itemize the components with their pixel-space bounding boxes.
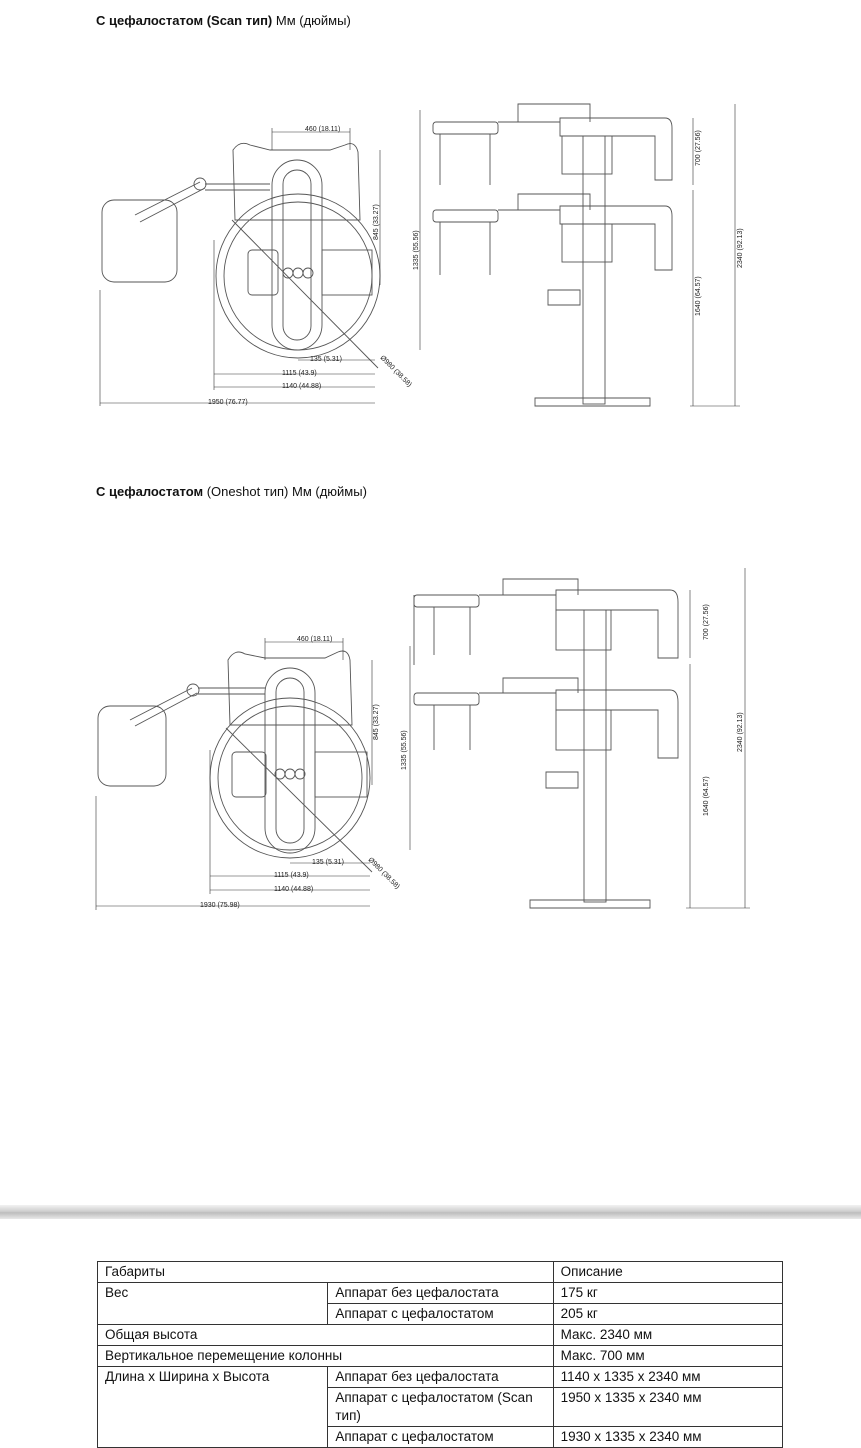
table-header-row: Габариты Описание (97, 1261, 784, 1283)
table-cell: Макс. 2340 мм (552, 1324, 784, 1346)
dim-diameter: Ø980 (38.58) (379, 354, 413, 388)
table-cell: Длина x Ширина x Высота (96, 1366, 329, 1448)
dim-h1335-2: 1335 (55.56) (401, 730, 408, 770)
dim-w135-2: 135 (5.31) (312, 859, 344, 866)
specs-table: Габариты Описание Вес Аппарат без цефало… (96, 1261, 784, 1448)
table-row: Вес Аппарат без цефалостата 175 кг (96, 1282, 784, 1325)
table-header-cell: Габариты (97, 1261, 554, 1283)
dim-h845: 845 (33.27) (373, 204, 380, 240)
table-row: Аппарат с цефалостатом (Scan тип) 1950 x… (98, 1387, 784, 1427)
table-cell: Макс. 700 мм (552, 1345, 784, 1367)
table-cell: Аппарат с цефалостатом (Scan тип) (327, 1387, 554, 1427)
dim-h700-2: 700 (27.56) (703, 604, 710, 640)
dim-diameter-2: Ø980 (38.58) (367, 856, 401, 890)
section-title-oneshot: С цефалостатом (Oneshot тип) Мм (дюймы) (96, 484, 367, 499)
dim-w-total: 1950 (76.77) (208, 399, 248, 406)
dim-h2340-2: 2340 (92.13) (737, 712, 744, 752)
technical-drawing-oneshot: 460 (18.11) 845 (33.27) 1335 (55.56) 135… (95, 568, 750, 910)
dim-h700: 700 (27.56) (695, 130, 702, 166)
dim-w1115-2: 1115 (43.9) (274, 872, 309, 879)
table-row: Длина x Ширина x Высота Аппарат без цефа… (96, 1366, 784, 1448)
dim-w135: 135 (5.31) (310, 356, 342, 363)
table-row: Общая высота Макс. 2340 мм (97, 1324, 784, 1346)
table-header-cell: Описание (552, 1261, 784, 1283)
table-cell: Аппарат с цефалостатом (327, 1303, 554, 1325)
table-row: Аппарат с цефалостатом 1930 x 1335 x 234… (98, 1426, 784, 1448)
dim-h1335: 1335 (55.56) (413, 230, 420, 270)
table-cell: Аппарат без цефалостата (327, 1282, 554, 1304)
table-cell: Аппарат с цефалостатом (327, 1426, 554, 1448)
table-cell: Аппарат без цефалостата (327, 1366, 554, 1388)
dim-h2340: 2340 (92.13) (737, 228, 744, 268)
dim-w1115: 1115 (43.9) (282, 370, 317, 377)
dim-w-total-2: 1930 (75.98) (200, 902, 240, 909)
dim-w1140: 1140 (44.88) (282, 383, 321, 390)
section-title-scan: С цефалостатом (Scan тип) Мм (дюймы) (96, 13, 351, 28)
table-cell: Вертикальное перемещение колонны (97, 1345, 554, 1367)
drawing-scan: 460 (18.11) 845 (33.27) 1335 (55.56) 135… (0, 90, 861, 420)
table-cell: 1950 x 1335 x 2340 мм (552, 1387, 784, 1427)
table-cell: 1930 x 1335 x 2340 мм (552, 1426, 784, 1448)
dim-top-width: 460 (18.11) (305, 126, 340, 133)
page-separator (0, 1205, 861, 1219)
dim-h1640: 1640 (64.57) (695, 276, 702, 316)
table-cell: 1140 x 1335 x 2340 мм (552, 1366, 784, 1388)
table-row: Вертикальное перемещение колонны Макс. 7… (97, 1345, 784, 1367)
dim-h1640-2: 1640 (64.57) (703, 776, 710, 816)
dim-w1140-2: 1140 (44.88) (274, 886, 313, 893)
table-row: Аппарат с цефалостатом 205 кг (98, 1303, 784, 1325)
table-cell: 175 кг (552, 1282, 784, 1304)
table-cell: 205 кг (552, 1303, 784, 1325)
table-cell: Общая высота (97, 1324, 554, 1346)
dim-h845-2: 845 (33.27) (373, 704, 380, 740)
drawing-oneshot: 460 (18.11) 845 (33.27) 1335 (55.56) 135… (0, 560, 861, 920)
technical-drawing-scan: 460 (18.11) 845 (33.27) 1335 (55.56) 135… (99, 103, 744, 407)
dim-top-width-2: 460 (18.11) (297, 636, 332, 643)
table-cell: Вес (96, 1282, 329, 1325)
